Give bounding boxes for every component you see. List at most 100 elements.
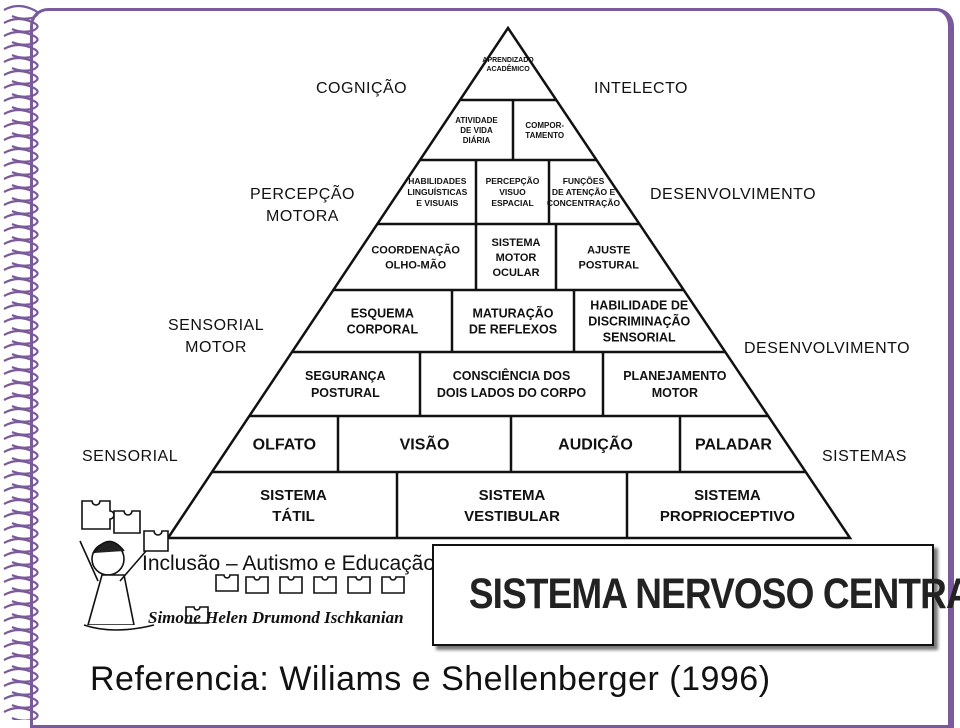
puzzle-child-illustration	[79, 500, 405, 631]
label-percepcao-motora: PERCEPÇÃO MOTORA	[250, 184, 355, 228]
pyramid-cell-line: DIÁRIA	[463, 136, 491, 145]
pyramid-cell-line: MOTOR	[496, 252, 537, 264]
pyramid-cell-line: ESPACIAL	[491, 198, 533, 208]
pyramid-cell-line: PERCEPÇÃO	[486, 176, 540, 186]
pyramid-cell-line: CORPORAL	[347, 322, 419, 336]
pyramid-cell-line: DE ATENÇÃO E	[552, 187, 616, 197]
puzzle-piece-icon	[215, 574, 239, 592]
pyramid-cell-level-4-1: COORDENAÇÃO OLHO-MÃO	[371, 243, 460, 271]
pyramid-outline	[165, 25, 853, 540]
pyramid-cell-line: FUNÇÕES	[563, 176, 605, 186]
pyramid-cell-line: CONCENTRAÇÃO	[547, 198, 621, 208]
pyramid-cell-line: OCULAR	[492, 267, 539, 279]
pyramid-cell-line: COMPOR-	[525, 121, 564, 130]
label-sensorial-motor: SENSORIAL MOTOR	[168, 315, 264, 359]
pyramid-cell-line: VISÃO	[400, 434, 450, 454]
child-body-icon	[86, 574, 135, 626]
puzzle-piece-icon	[81, 500, 115, 530]
label-percepcao-line2: MOTORA	[266, 208, 339, 225]
pyramid-cell-line: POSTURAL	[311, 386, 380, 400]
pyramid-cell-line: PLANEJAMENTO	[623, 369, 727, 383]
pyramid-cell-level-7-1: OLFATO	[253, 437, 316, 454]
pyramid-cell-line: SENSORIAL	[603, 330, 676, 344]
puzzle-piece-icon	[113, 510, 141, 534]
banner-text: SISTEMA NERVOSO CENTRAL	[468, 570, 960, 618]
pyramid-cell-line: ACADÊMICO	[486, 64, 530, 73]
pyramid-cell-level-7-4: PALADAR	[695, 437, 772, 454]
sistema-nervoso-central-banner: SISTEMA NERVOSO CENTRAL	[432, 544, 960, 646]
puzzle-piece-icon	[313, 576, 337, 594]
pyramid-cell-level-6-2: CONSCIÊNCIA DOS DOIS LADOS DO CORPO	[437, 368, 587, 400]
logo-author: Simone Helen Drumond Ischkanian	[148, 608, 404, 627]
pyramid-cell-line: TAMENTO	[525, 131, 564, 140]
pyramid-cell-level-4-2: SISTEMA MOTOR OCULAR	[492, 237, 541, 279]
pyramid-cell-level-7-2: VISÃO	[400, 434, 450, 454]
pyramid-cell-line: HABILIDADES	[408, 176, 466, 186]
pyramid-cell-level-7-3: AUDIÇÃO	[558, 434, 633, 454]
reference-citation: Referencia: Wiliams e Shellenberger (199…	[90, 660, 771, 698]
pyramid-cell-level-5-2: MATURAÇÃO DE REFLEXOS	[469, 305, 557, 336]
pyramid-cell-line: AUDIÇÃO	[558, 434, 633, 454]
label-sensorial-motor-line2: MOTOR	[185, 339, 247, 356]
pyramid-cell-line: VISUO	[499, 187, 526, 197]
puzzle-piece-icon	[279, 576, 303, 594]
pyramid-cell-line: OLFATO	[253, 437, 316, 454]
label-cognicao: COGNIÇÃO	[316, 80, 408, 97]
pyramid-cell-line: SISTEMA	[260, 487, 327, 504]
pyramid-cell-line: ATIVIDADE	[455, 116, 498, 125]
puzzle-piece-icon	[143, 530, 169, 552]
pyramid-cell-line: PROPRIOCEPTIVO	[660, 508, 795, 525]
pyramid-cell-level-6-3: PLANEJAMENTO MOTOR	[623, 369, 727, 400]
pyramid-cell-level-8-2: SISTEMA VESTIBULAR	[464, 487, 560, 525]
label-sensorial: SENSORIAL	[82, 448, 179, 465]
pyramid-cell-line: DISCRIMINAÇÃO	[588, 313, 690, 328]
label-intelecto: INTELECTO	[594, 80, 688, 97]
puzzle-piece-icon	[185, 606, 209, 624]
label-sistemas: SISTEMAS	[822, 448, 907, 465]
pyramid-cell-line: HABILIDADE DE	[590, 298, 688, 312]
label-desenvolvimento-bottom: DESENVOLVIMENTO	[744, 340, 911, 357]
pyramid-cell-line: ESQUEMA	[351, 306, 414, 320]
puzzle-piece-icon	[245, 576, 269, 594]
pyramid-cell-line: DE REFLEXOS	[469, 322, 557, 336]
pyramid-cell-line: LINGUÍSTICAS	[407, 187, 467, 197]
pyramid-cell-line: AJUSTE	[587, 244, 630, 256]
puzzle-piece-icon	[381, 576, 405, 594]
pyramid-cell-line: POSTURAL	[579, 259, 640, 271]
pyramid-cell-level-8-1: SISTEMA TÁTIL	[260, 487, 327, 525]
pyramid-cell-line: MOTOR	[652, 386, 698, 400]
pyramid-cell-line: DOIS LADOS DO CORPO	[437, 386, 587, 400]
pyramid-cell-line: SISTEMA	[479, 487, 546, 504]
pyramid-cell-line: VESTIBULAR	[464, 508, 560, 525]
pyramid-cell-line: SEGURANÇA	[305, 369, 386, 383]
pyramid-cell-level-4-3: AJUSTE POSTURAL	[579, 244, 640, 271]
pyramid-cell-line: SISTEMA	[694, 487, 761, 504]
pyramid-cell-line: TÁTIL	[272, 508, 315, 525]
pyramid-cell-level-6-1: SEGURANÇA POSTURAL	[305, 369, 386, 400]
puzzle-piece-icon	[347, 576, 371, 594]
label-desenvolvimento-top: DESENVOLVIMENTO	[650, 186, 817, 203]
pyramid-cell-line: MATURAÇÃO	[472, 305, 553, 320]
pyramid-cell-line: COORDENAÇÃO	[371, 243, 460, 256]
label-sensorial-motor-line1: SENSORIAL	[168, 317, 265, 334]
pyramid-cell-line: OLHO-MÃO	[385, 258, 447, 271]
pyramid-cell-line: DE VIDA	[460, 126, 493, 135]
pyramid-cell-line: E VISUAIS	[416, 198, 458, 208]
logo-title: Inclusão – Autismo e Educação	[142, 552, 436, 575]
pyramid-cell-level-8-3: SISTEMA PROPRIOCEPTIVO	[660, 487, 795, 525]
pyramid-cell-line: PALADAR	[695, 437, 772, 454]
pyramid-cell-line: CONSCIÊNCIA DOS	[453, 368, 571, 383]
label-percepcao-line1: PERCEPÇÃO	[250, 186, 355, 203]
pyramid-cell-level-5-1: ESQUEMA CORPORAL	[347, 306, 419, 336]
pyramid-cell-line: SISTEMA	[492, 237, 541, 249]
pyramid-cell-line: APRENDIZADO	[482, 57, 534, 64]
spiral-binding	[3, 4, 39, 720]
pyramid-cell-level-2-2: COMPOR-TAMENTO	[525, 121, 564, 140]
